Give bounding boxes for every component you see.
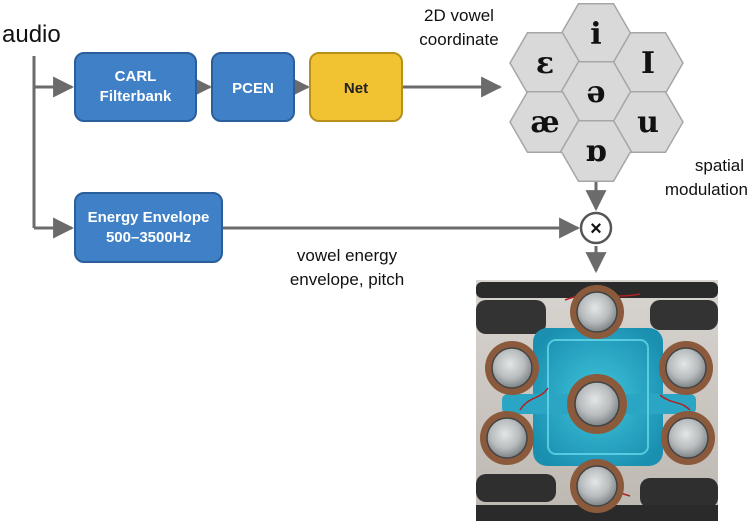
pcen-block: PCEN	[211, 52, 295, 122]
spatial-modulation-label-line1: spatial	[695, 156, 744, 175]
carl-label-line1: CARL	[115, 68, 157, 85]
multiply-node: ×	[579, 211, 613, 245]
vowel-hexagon-map: i ɛ Iəæ uɒ	[509, 2, 684, 183]
vowel-coordinate-label-line2: coordinate	[419, 30, 498, 49]
carl-label-line2: Filterbank	[100, 88, 172, 105]
pcen-label: PCEN	[232, 80, 274, 97]
net-label: Net	[344, 80, 368, 97]
audio-label: audio	[2, 21, 61, 48]
vowel-symbol-upper-left: ɛ	[536, 46, 554, 81]
vowel-symbol-center: ə	[586, 75, 605, 110]
actuator-lower-left	[480, 411, 534, 465]
vowel-symbol-top: i	[590, 17, 601, 52]
energy-label-line2: 500–3500Hz	[106, 229, 191, 246]
carl-filterbank-block: CARL Filterbank	[74, 52, 197, 122]
vowel-hexagon-bottom: ɒ	[560, 119, 632, 183]
actuator-lower-right	[661, 411, 715, 465]
energy-envelope-block: Energy Envelope 500–3500Hz	[74, 192, 223, 263]
actuator-upper-right	[659, 341, 713, 395]
spatial-modulation-label-line2: modulation	[665, 180, 748, 199]
actuator-bottom	[570, 459, 624, 513]
vowel-hexagon-center: ə	[560, 60, 632, 124]
vowel-symbol-lower-right: u	[637, 105, 659, 140]
vowel-coordinate-label-line1: 2D vowel	[424, 6, 494, 25]
vowel-symbol-upper-right: I	[641, 46, 655, 81]
haptic-device-photo	[476, 280, 718, 521]
actuator-top	[570, 285, 624, 339]
vowel-hexagon-lower-left: æ	[509, 90, 581, 154]
actuator-center	[567, 374, 627, 434]
energy-label-line1: Energy Envelope	[88, 209, 210, 226]
vowel-symbol-bottom: ɒ	[586, 134, 607, 169]
vowel-symbol-lower-left: æ	[530, 105, 559, 140]
energy-envelope-label-line2: envelope, pitch	[290, 270, 404, 289]
actuator-upper-left	[485, 341, 539, 395]
vowel-hexagon-lower-right: u	[612, 90, 684, 154]
net-block: Net	[309, 52, 403, 122]
multiply-symbol: ×	[590, 218, 602, 240]
energy-envelope-label-line1: vowel energy	[297, 246, 398, 265]
signal-lines	[32, 56, 607, 274]
